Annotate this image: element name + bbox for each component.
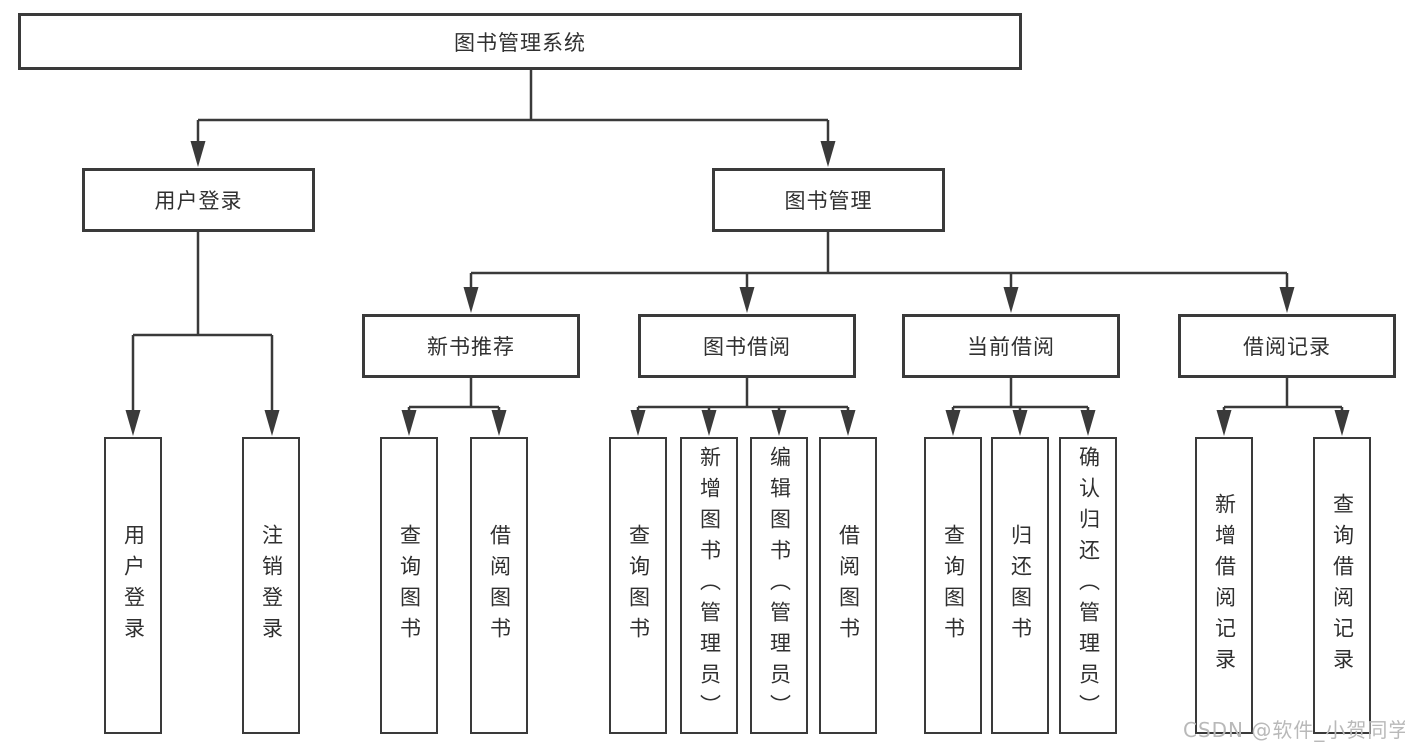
node-leaf-cb-query-books: 查询图书 <box>924 437 982 734</box>
node-new-book-recommend: 新书推荐 <box>362 314 580 378</box>
node-current-borrow: 当前借阅 <box>902 314 1120 378</box>
node-leaf-logout: 注销登录 <box>242 437 300 734</box>
leaf-label: 查询图书 <box>626 523 651 648</box>
leaf-label: 查询图书 <box>941 523 966 648</box>
csdn-watermark: CSDN @软件_小贺同学 <box>1183 718 1405 742</box>
leaf-label: 确认归还（管理员） <box>1076 446 1101 725</box>
node-leaf-bb-edit-books-admin: 编辑图书（管理员） <box>750 437 808 734</box>
leaf-label: 用户登录 <box>121 523 146 648</box>
leaf-label: 注销登录 <box>259 523 284 648</box>
node-leaf-nb-borrow-books: 借阅图书 <box>470 437 528 734</box>
leaf-label: 借阅图书 <box>836 523 861 648</box>
node-book-management: 图书管理 <box>712 168 945 232</box>
leaf-label: 新增图书（管理员） <box>697 446 722 725</box>
node-root: 图书管理系统 <box>18 13 1022 70</box>
node-leaf-bb-query-books: 查询图书 <box>609 437 667 734</box>
arrowheads <box>125 141 1350 436</box>
leaf-label: 归还图书 <box>1008 523 1033 648</box>
leaf-label: 查询图书 <box>397 523 422 648</box>
node-leaf-nb-query-books: 查询图书 <box>380 437 438 734</box>
node-leaf-cb-confirm-return-admin: 确认归还（管理员） <box>1059 437 1117 734</box>
node-book-borrow: 图书借阅 <box>638 314 856 378</box>
leaf-label: 编辑图书（管理员） <box>767 446 792 725</box>
leaf-label: 新增借阅记录 <box>1212 492 1237 679</box>
node-leaf-br-query-record: 查询借阅记录 <box>1313 437 1371 734</box>
node-leaf-br-add-record: 新增借阅记录 <box>1195 437 1253 734</box>
node-leaf-user-login: 用户登录 <box>104 437 162 734</box>
node-leaf-cb-return-books: 归还图书 <box>991 437 1049 734</box>
node-leaf-bb-borrow-books: 借阅图书 <box>819 437 877 734</box>
leaf-label: 查询借阅记录 <box>1330 492 1355 679</box>
leaf-label: 借阅图书 <box>487 523 512 648</box>
node-leaf-bb-add-books-admin: 新增图书（管理员） <box>680 437 738 734</box>
node-user-login: 用户登录 <box>82 168 315 232</box>
node-borrow-records: 借阅记录 <box>1178 314 1396 378</box>
